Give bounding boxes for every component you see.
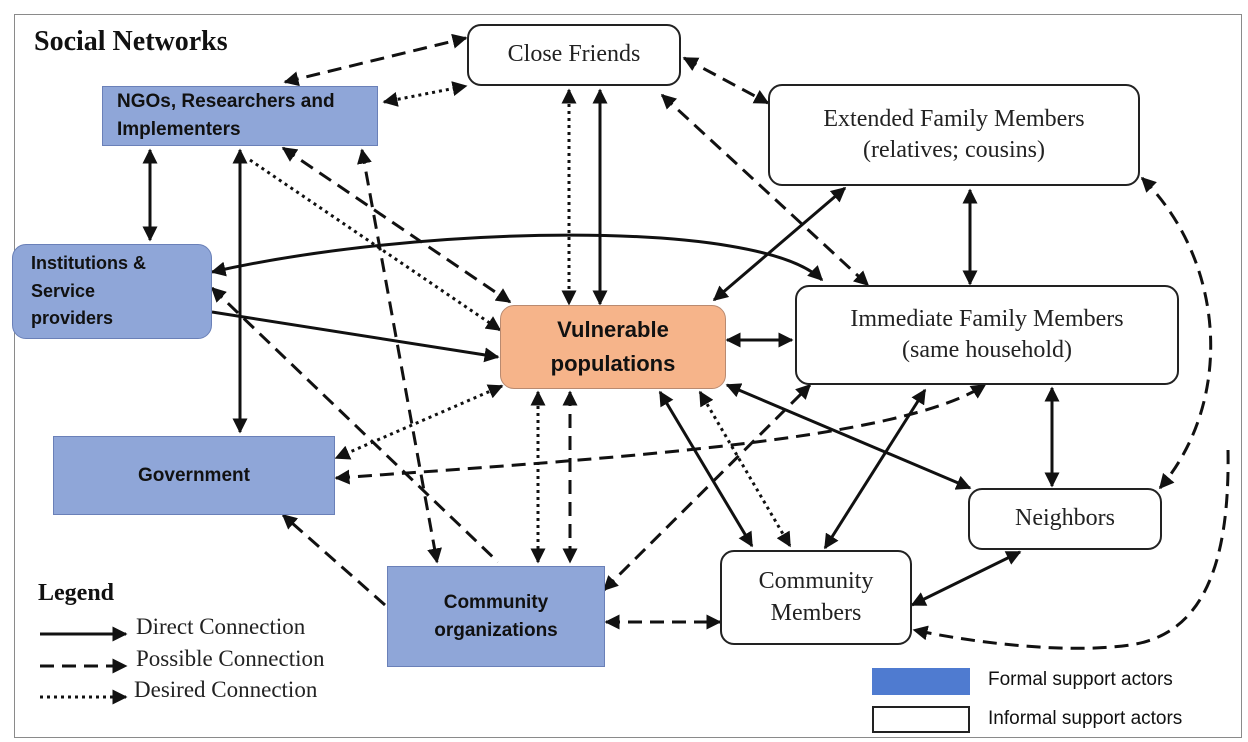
edge-direct	[210, 233, 824, 282]
legend-samples	[40, 626, 128, 705]
diagram-title: Social Networks	[34, 26, 228, 57]
edge-desired	[382, 81, 468, 107]
node-government: Government	[53, 436, 335, 515]
edge-possible	[281, 146, 512, 304]
desired-connections	[249, 81, 792, 564]
edge-desired	[698, 390, 792, 548]
edge-desired	[334, 384, 504, 460]
legend-desired-label: Desired Connection	[134, 677, 318, 702]
node-ngos-researchers: NGOs, Researchers and Implementers	[102, 86, 378, 146]
node-extended-family: Extended Family Members (relatives; cous…	[768, 84, 1140, 186]
legend-formal-swatch	[872, 668, 970, 695]
legend-direct-label: Direct Connection	[136, 614, 306, 639]
node-vulnerable-populations: Vulnerable populations	[500, 305, 726, 389]
node-institutions: Institutions & Service providers	[12, 244, 212, 339]
node-immediate-family: Immediate Family Members (same household…	[795, 285, 1179, 385]
edge-direct	[211, 310, 500, 363]
edge-desired	[249, 158, 502, 332]
edge-possible	[682, 56, 770, 105]
legend-informal-swatch	[872, 706, 970, 733]
edge-possible	[334, 383, 987, 485]
legend-title: Legend	[38, 580, 115, 606]
edge-possible	[912, 449, 1230, 650]
legend-formal-label: Formal support actors	[988, 669, 1173, 690]
edge-possible	[283, 33, 468, 87]
legend-informal-label: Informal support actors	[988, 708, 1183, 729]
edge-direct	[910, 550, 1022, 607]
node-neighbors: Neighbors	[968, 488, 1162, 550]
node-community-organizations: Community organizations	[387, 566, 605, 667]
edge-possible	[660, 93, 870, 287]
edge-possible	[357, 148, 442, 564]
node-close-friends: Close Friends	[467, 24, 681, 86]
legend-possible-label: Possible Connection	[136, 646, 325, 671]
edge-possible	[210, 286, 500, 564]
edge-direct	[725, 383, 972, 490]
diagram-frame	[14, 14, 1242, 738]
edge-possible	[281, 513, 386, 607]
edge-possible	[1140, 176, 1213, 490]
edge-direct	[658, 390, 754, 548]
node-community-members: Community Members	[720, 550, 912, 645]
